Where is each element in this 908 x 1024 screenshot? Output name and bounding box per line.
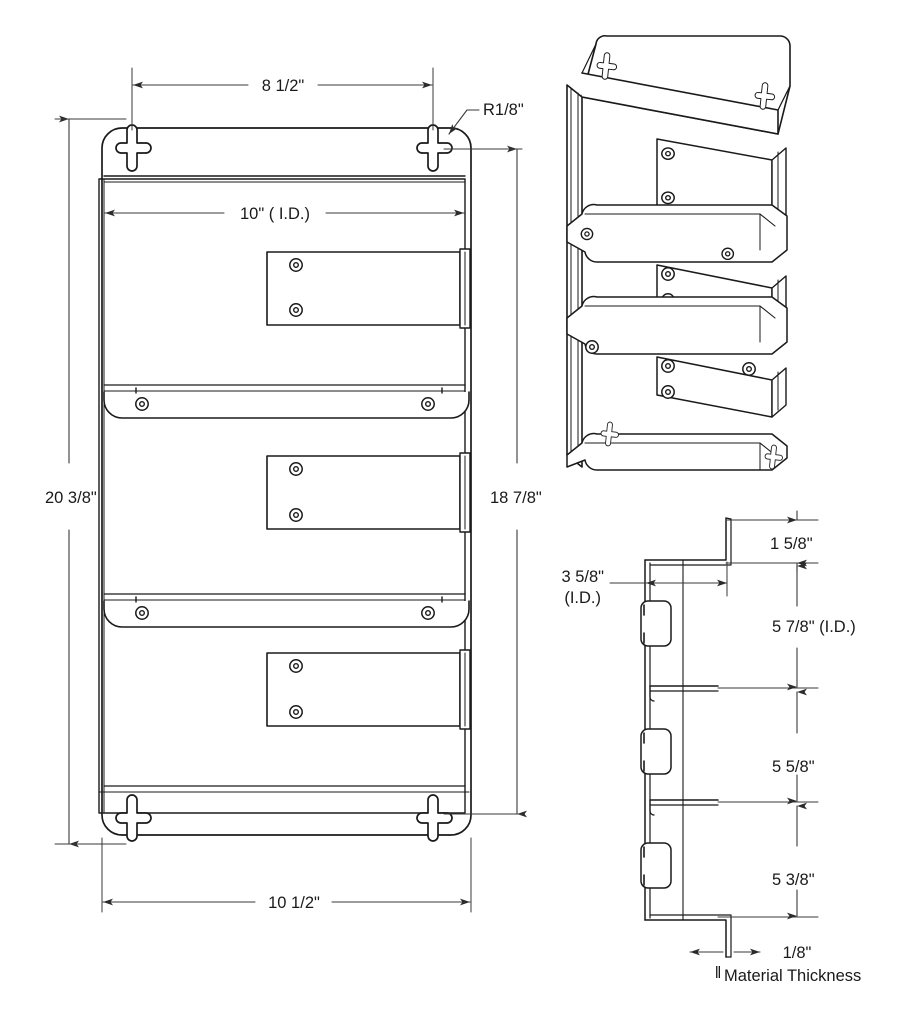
section-label-plate-1 [640,600,672,647]
dim-section-pocket-2: 5 5/8" [772,758,815,776]
rivet-hole [421,397,435,411]
front-label-plate-1 [266,248,471,329]
front-label-plate-2 [266,452,471,533]
section-label-plate-3 [640,842,672,889]
material-thickness-tick: ‖ [715,964,722,982]
dim-front-top-width: 8 1/2" [262,77,305,95]
rivet-hole [421,606,435,620]
section-label-plate-2 [640,728,672,775]
dim-section-top-flange: 1 5/8" [770,535,813,553]
rivet-hole [135,397,149,411]
dim-section-pocket-1: 5 7/8" (I.D.) [772,618,856,636]
radius-leader [448,109,480,135]
front-view-dimensions: 8 1/2" R1/8" 10" ( I.D.) 20 3/8" 18 7/8"… [45,67,542,913]
dim-material-thickness-value: 1/8" [783,944,812,962]
isometric-view [566,34,791,471]
front-label-plate-3 [266,649,471,730]
dim-section-depth-note: (I.D.) [564,589,601,607]
dim-section-pocket-3: 5 3/8" [772,871,815,889]
front-shelf-1 [103,384,470,419]
dim-section-depth: 3 5/8" [561,568,604,586]
dim-corner-radius: R1/8" [483,101,524,119]
dim-front-overall-height: 20 3/8" [45,489,97,507]
rivet-hole [135,606,149,620]
side-section-dimensions: 3 5/8" (I.D.) 1 5/8" 5 7/8" (I.D.) 5 5/8… [561,510,861,985]
dim-front-inner-height: 18 7/8" [490,489,542,507]
front-shelf-2 [103,593,470,628]
dim-material-thickness-label: Material Thickness [724,967,861,985]
dim-front-inner-width: 10" ( I.D.) [240,205,310,223]
dim-front-overall-width: 10 1/2" [268,894,320,912]
front-view [98,124,472,842]
side-section-view [640,517,732,958]
